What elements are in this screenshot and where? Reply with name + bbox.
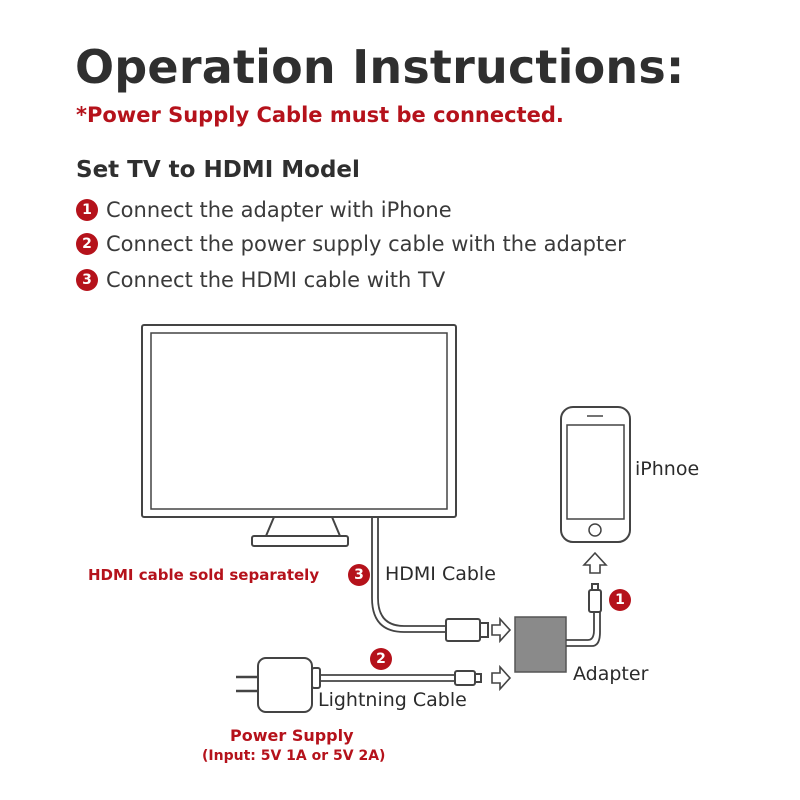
lightning-cable-icon bbox=[320, 670, 482, 686]
step-2-text: Connect the power supply cable with the … bbox=[106, 232, 626, 256]
iphone-label: iPhnoe bbox=[635, 458, 700, 480]
iphone-icon bbox=[560, 406, 631, 543]
step-1: 1 Connect the adapter with iPhone bbox=[76, 196, 452, 224]
power-supply-icon bbox=[236, 657, 321, 713]
step-1-number-icon: 1 bbox=[76, 199, 98, 221]
page-title: Operation Instructions: bbox=[75, 40, 685, 94]
lightning-cable-label: Lightning Cable bbox=[318, 689, 467, 711]
power-supply-input-spec: (Input: 5V 1A or 5V 2A) bbox=[202, 748, 386, 764]
adapter-label: Adapter bbox=[573, 663, 649, 685]
step-1-badge-icon: 1 bbox=[609, 589, 631, 611]
step-3-badge-icon: 3 bbox=[348, 564, 370, 586]
hdmi-cable-icon bbox=[371, 517, 489, 642]
step-1-text: Connect the adapter with iPhone bbox=[106, 198, 452, 222]
arrow-right-icon bbox=[491, 664, 512, 692]
hdmi-cable-label: HDMI Cable bbox=[385, 563, 496, 585]
section-subtitle: Set TV to HDMI Model bbox=[76, 157, 360, 183]
arrow-right-icon bbox=[491, 616, 512, 644]
step-2-number-icon: 2 bbox=[76, 233, 98, 255]
adapter-icon bbox=[514, 583, 602, 673]
power-warning: *Power Supply Cable must be connected. bbox=[76, 103, 564, 127]
step-2-badge-icon: 2 bbox=[370, 648, 392, 670]
step-2: 2 Connect the power supply cable with th… bbox=[76, 230, 626, 258]
arrow-up-icon bbox=[582, 551, 608, 574]
power-supply-label: Power Supply bbox=[230, 726, 354, 745]
tv-icon bbox=[141, 324, 457, 547]
hdmi-sold-separately-note: HDMI cable sold separately bbox=[88, 566, 320, 584]
step-3-number-icon: 3 bbox=[76, 269, 98, 291]
step-3: 3 Connect the HDMI cable with TV bbox=[76, 266, 445, 294]
step-3-text: Connect the HDMI cable with TV bbox=[106, 268, 446, 292]
